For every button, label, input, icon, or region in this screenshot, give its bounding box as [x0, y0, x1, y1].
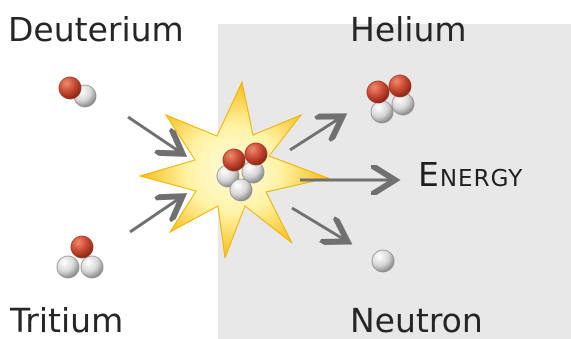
- helium-nucleus-icon: [367, 75, 414, 123]
- arrow-tritium-in: [130, 198, 180, 232]
- arrow-neutron-out: [292, 208, 345, 240]
- label-energy: Energy: [418, 158, 523, 191]
- label-tritium: Tritium: [10, 304, 123, 337]
- label-deuterium: Deuterium: [8, 13, 184, 46]
- neutron-particle-icon: [372, 250, 394, 272]
- label-neutron: Neutron: [350, 304, 483, 337]
- label-helium: Helium: [350, 13, 467, 46]
- tritium-nucleus-icon: [57, 236, 103, 278]
- arrow-helium-out: [290, 118, 340, 150]
- deuterium-nucleus-icon: [59, 77, 96, 107]
